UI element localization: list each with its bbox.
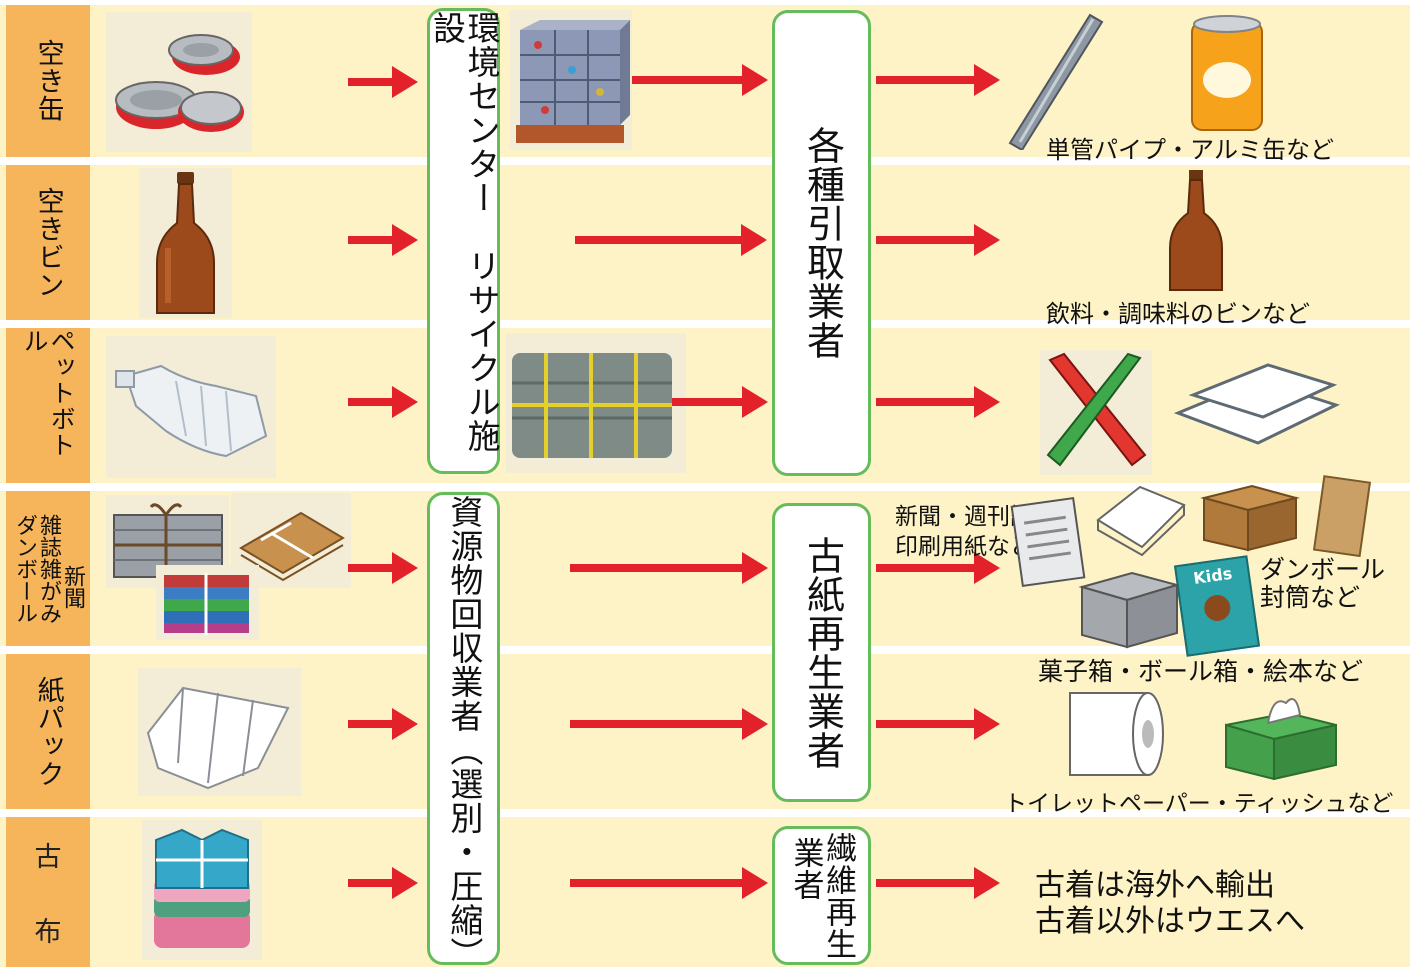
recycled-bottle-icon <box>1158 168 1234 293</box>
crushed-pet-bottle-icon <box>106 336 276 478</box>
envelope-icon <box>1305 473 1377 559</box>
product-caption-bottles: 飲料・調味料のビンなど <box>1046 300 1310 328</box>
product-caption-newspaper-line: 新聞・週刊誌 <box>895 504 1033 530</box>
plastic-trays-icon <box>1168 335 1344 463</box>
fiber-recyclers-box: 繊維再生 業者 <box>772 826 871 965</box>
cardboard-box-icon <box>1198 480 1302 552</box>
product-caption-tissue: トイレットペーパー・ティッシュなど <box>1004 791 1394 817</box>
magazine-bundle-icon <box>156 565 259 640</box>
aluminum-can-icon <box>1170 10 1285 135</box>
product-caption-misc-paper: 菓子箱・ボール箱・絵本など <box>1038 657 1364 686</box>
product-caption-cardboard-line: ダンボール <box>1260 555 1386 584</box>
paper-stack-icon <box>1090 475 1190 560</box>
tissue-box-icon <box>1218 685 1343 780</box>
kids-book-title: Kids <box>1192 563 1234 588</box>
row-label-text: 紙パック <box>32 675 64 788</box>
various-buyers-label: 各種引取業者 <box>800 126 845 360</box>
resource-collector-box: 資源物回収業者（選別・圧縮） <box>427 492 500 971</box>
row-label-paper: 新聞 雑誌雑がみ ダンボール <box>6 491 90 646</box>
pencils-icon <box>1040 350 1152 475</box>
fiber-recyclers-line: 繊維再生 <box>820 831 857 960</box>
cardboard-bundle-icon <box>231 493 351 588</box>
row-label-pet: ペットボトル <box>6 328 90 483</box>
row-label-char: 布 <box>34 917 62 948</box>
gift-box-icon <box>1072 555 1187 650</box>
pet-bale-icon <box>506 333 686 473</box>
product-caption-cloth-line: 古着は海外へ輸出 <box>1035 868 1275 903</box>
row-label-line: ダンボール <box>12 513 37 624</box>
paper-recyclers-label: 古紙再生業者 <box>800 535 845 770</box>
row-label-line: 雑誌雑がみ <box>36 513 61 624</box>
picture-book-icon: Kids <box>1173 555 1261 657</box>
row-label-cloth: 古 布 <box>6 817 90 967</box>
crushed-cans-icon <box>106 12 252 152</box>
compressed-cans-bale-icon <box>510 10 632 150</box>
row-label-carton: 紙パック <box>6 654 90 809</box>
env-center-box: 環境センター リサイクル施設 <box>427 8 502 474</box>
row-label-text: 空き缶 <box>32 39 64 123</box>
product-caption-newspaper-line: 印刷用紙など <box>895 534 1033 560</box>
row-label-line: 新聞 <box>60 564 85 609</box>
resource-collector-label: 資源物回収業者（選別・圧縮） <box>444 495 484 971</box>
various-buyers-box: 各種引取業者 <box>772 10 871 476</box>
product-caption-cans: 単管パイプ・アルミ缶など <box>1046 136 1334 164</box>
product-caption-cloth-line: 古着以外はウエスへ <box>1035 904 1305 939</box>
row-label-text: ペットボトル <box>20 328 76 458</box>
paper-carton-icon <box>138 668 301 796</box>
env-center-label: 環境センター リサイクル施設 <box>427 11 502 453</box>
glass-bottle-icon <box>139 168 232 318</box>
row-label-char: 古 <box>34 842 62 873</box>
row-label-bottles: 空きビン <box>6 165 90 320</box>
row-label-text: 空きビン <box>32 186 64 299</box>
folded-clothes-icon <box>142 820 262 960</box>
paper-recyclers-box: 古紙再生業者 <box>772 503 871 802</box>
fiber-recyclers-line: 業者 <box>787 837 824 901</box>
row-label-cans: 空き缶 <box>6 5 90 157</box>
newspaper-icon <box>1003 482 1093 592</box>
toilet-paper-icon <box>1058 685 1170 785</box>
metal-pipe-icon <box>1000 10 1110 150</box>
product-caption-cardboard-line: 封筒など <box>1260 583 1361 612</box>
